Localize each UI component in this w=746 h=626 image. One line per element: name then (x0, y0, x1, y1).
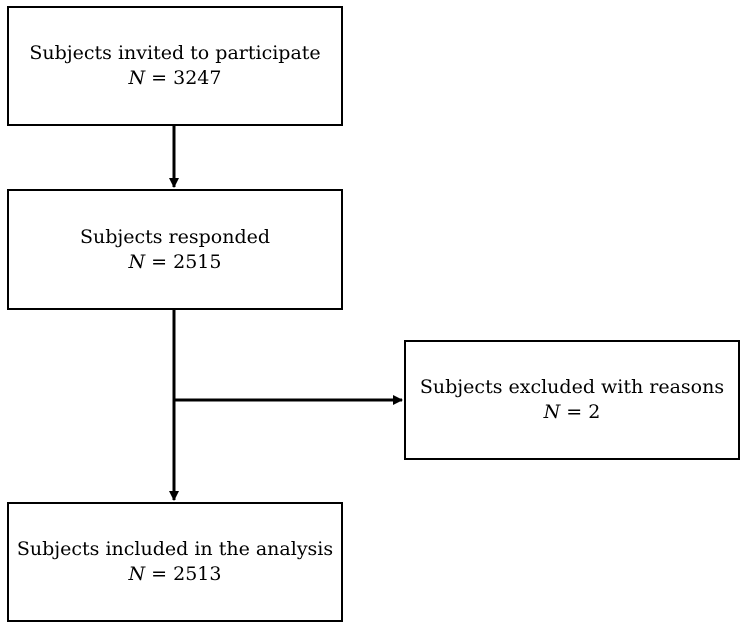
node-subjects-included: Subjects included in the analysis N = 25… (7, 502, 343, 622)
n-symbol: N (128, 250, 146, 273)
node-label: Subjects invited to participate (29, 42, 321, 64)
n-value: = 3247 (151, 67, 222, 89)
node-subjects-invited: Subjects invited to participate N = 3247 (7, 6, 343, 126)
node-count: N = 2515 (129, 250, 222, 275)
n-symbol: N (128, 563, 146, 585)
node-count: N = 3247 (129, 66, 222, 91)
n-value: = 2515 (151, 250, 222, 273)
node-label: Subjects excluded with reasons (419, 376, 725, 398)
node-subjects-responded: Subjects responded N = 2515 (7, 189, 343, 310)
node-count: N = 2513 (129, 562, 222, 587)
node-count: N = 2 (544, 400, 601, 425)
node-subjects-excluded: Subjects excluded with reasons N = 2 (404, 340, 740, 460)
n-value: = 2513 (151, 563, 222, 585)
node-label: Subjects included in the analysis (16, 538, 334, 560)
node-label: Subjects responded (79, 225, 271, 248)
n-value: = 2 (566, 401, 601, 423)
n-symbol: N (128, 67, 146, 89)
n-symbol: N (543, 401, 561, 423)
